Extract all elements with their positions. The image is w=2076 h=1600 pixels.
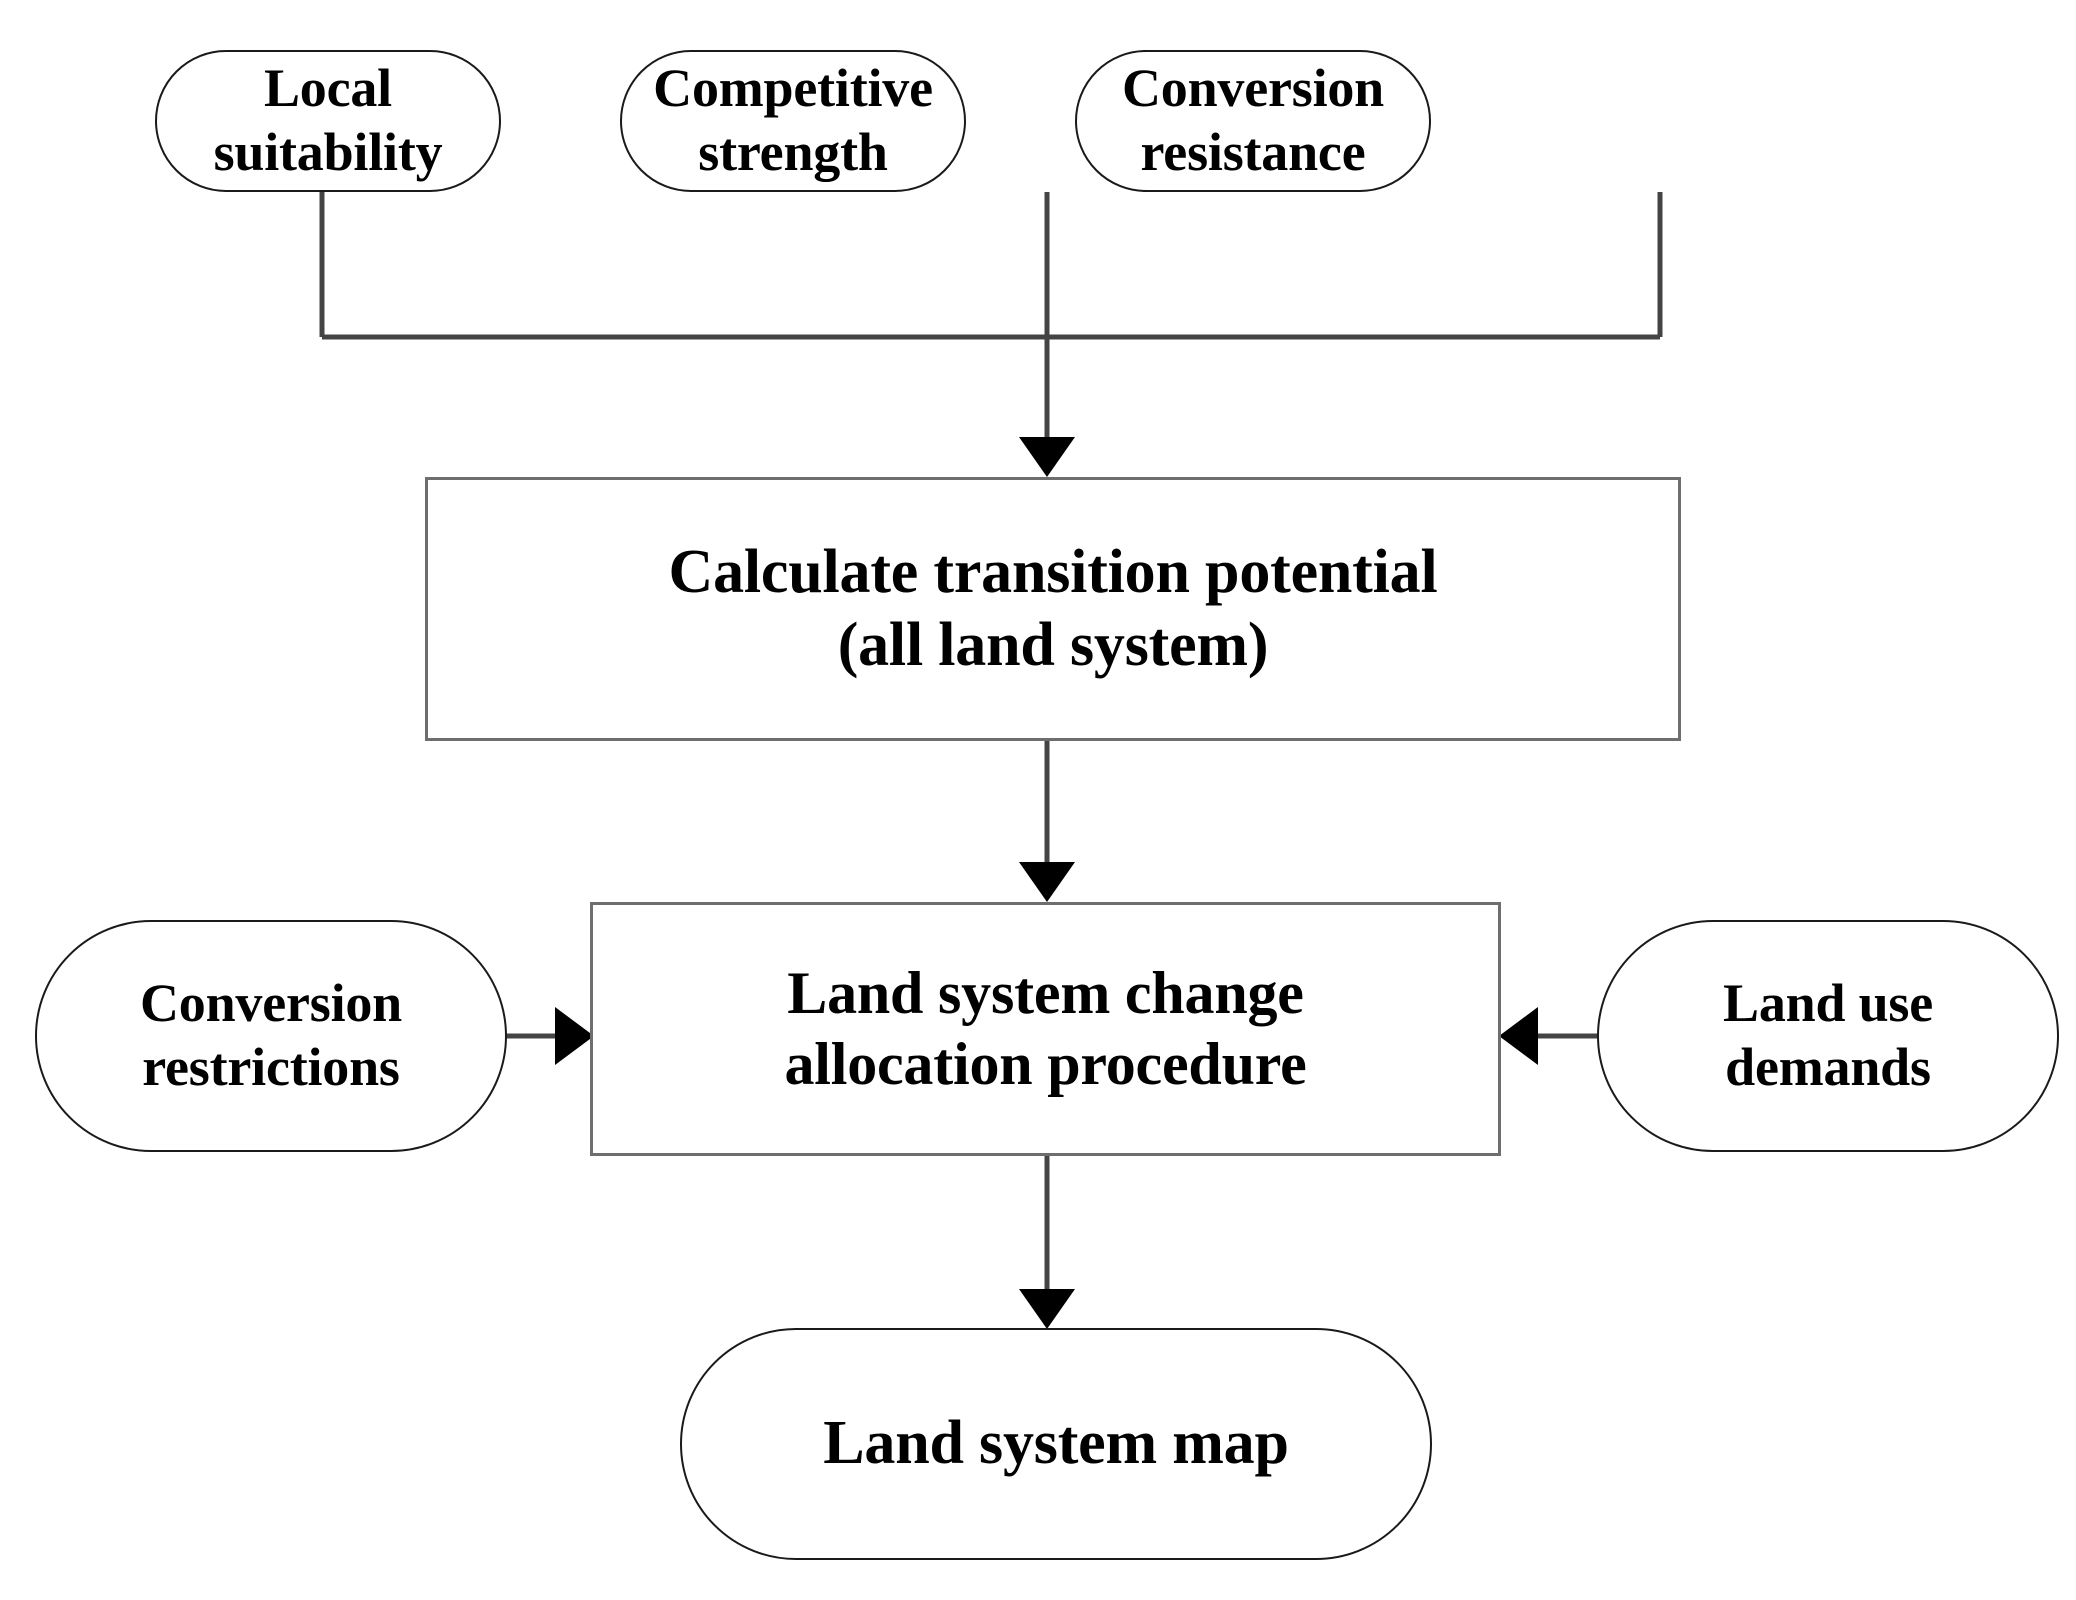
node-land-system-map[interactable]: Land system map <box>680 1328 1432 1560</box>
node-conversion-restrictions-label: Conversion restrictions <box>139 973 402 1097</box>
node-allocation-procedure-label: Land system change allocation procedure <box>784 960 1307 1097</box>
node-local-suitability-label: Local suitability <box>213 58 443 182</box>
arrowhead-from-restrictions <box>555 1007 594 1065</box>
node-allocation-procedure[interactable]: Land system change allocation procedure <box>590 902 1501 1156</box>
node-calculate-transition-potential-label: Calculate transition potential (all land… <box>668 537 1438 679</box>
node-competitive-strength[interactable]: Competitive strength <box>620 50 966 192</box>
node-calculate-transition-potential[interactable]: Calculate transition potential (all land… <box>425 477 1681 741</box>
node-conversion-restrictions[interactable]: Conversion restrictions <box>35 920 507 1152</box>
node-conversion-resistance[interactable]: Conversion resistance <box>1075 50 1431 192</box>
arrowhead-into-allocation <box>1019 862 1075 902</box>
node-competitive-strength-label: Competitive strength <box>653 58 933 182</box>
arrowhead-into-calculate <box>1019 437 1075 477</box>
node-conversion-resistance-label: Conversion resistance <box>1121 58 1384 182</box>
arrowhead-from-demands <box>1499 1007 1538 1065</box>
node-land-use-demands-label: Land use demands <box>1723 973 1933 1097</box>
node-land-system-map-label: Land system map <box>823 1409 1289 1478</box>
arrowhead-into-map <box>1019 1289 1075 1329</box>
node-local-suitability[interactable]: Local suitability <box>155 50 501 192</box>
node-land-use-demands[interactable]: Land use demands <box>1597 920 2059 1152</box>
